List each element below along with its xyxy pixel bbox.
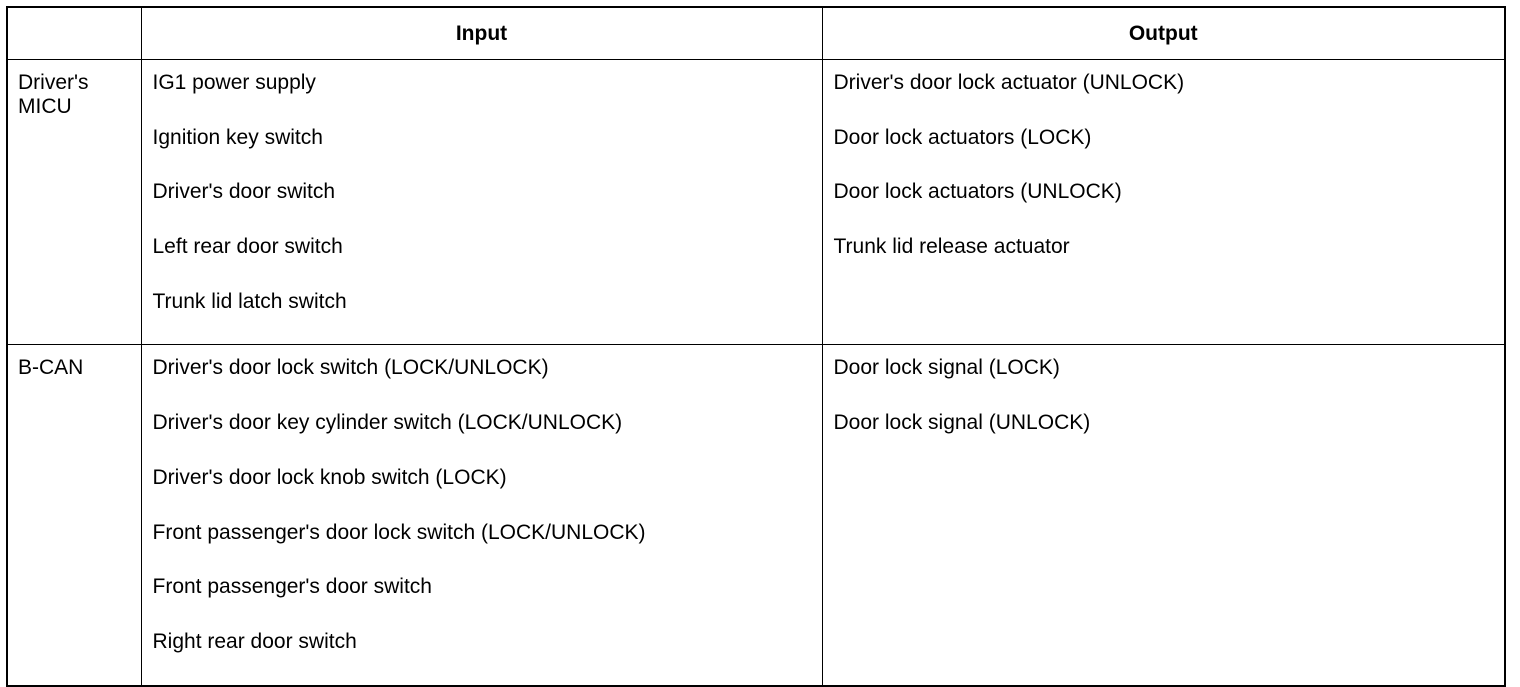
header-row: Input Output — [6, 6, 1506, 60]
input-item: Left rear door switch — [152, 235, 343, 259]
input-item: Trunk lid latch switch — [152, 289, 347, 313]
table-row-drivers-micu: Driver's MICU IG1 power supply Ignition … — [6, 58, 1506, 346]
output-item: Door lock actuators (UNLOCK) — [833, 180, 1122, 204]
header-blank — [6, 6, 142, 60]
output-item: Door lock signal (LOCK) — [833, 356, 1060, 380]
header-output: Output — [821, 6, 1506, 60]
output-item: Driver's door lock actuator (UNLOCK) — [833, 71, 1185, 94]
page: Input Output Driver's MICU IG1 power sup… — [6, 6, 1506, 687]
input-item: Right rear door switch — [152, 629, 357, 653]
input-item: Driver's door switch — [152, 180, 336, 204]
row-label-text: Driver's MICU — [18, 71, 89, 118]
input-list: Driver's door lock switch (LOCK/UNLOCK) … — [140, 344, 823, 687]
output-item: Door lock actuators (LOCK) — [833, 125, 1092, 149]
input-list: IG1 power supply Ignition key switch Dri… — [140, 58, 823, 346]
row-label: B-CAN — [6, 344, 142, 687]
output-item: Door lock signal (UNLOCK) — [833, 411, 1091, 435]
input-item: Driver's door lock knob switch (LOCK) — [152, 465, 507, 489]
input-item: Ignition key switch — [152, 125, 323, 149]
output-item: Trunk lid release actuator — [833, 235, 1070, 259]
input-item: Driver's door lock switch (LOCK/UNLOCK) — [152, 356, 549, 380]
header-input: Input — [140, 6, 823, 60]
input-item: Front passenger's door switch — [152, 575, 432, 599]
output-list: Door lock signal (LOCK) Door lock signal… — [821, 344, 1506, 687]
input-item: Driver's door key cylinder switch (LOCK/… — [152, 411, 623, 435]
row-label-text: B-CAN — [18, 356, 84, 380]
input-item: Front passenger's door lock switch (LOCK… — [152, 520, 646, 544]
output-list: Driver's door lock actuator (UNLOCK) Doo… — [821, 58, 1506, 346]
input-item: IG1 power supply — [152, 71, 316, 94]
row-label: Driver's MICU — [6, 58, 142, 346]
table-row-b-can: B-CAN Driver's door lock switch (LOCK/UN… — [6, 344, 1506, 687]
io-table: Input Output Driver's MICU IG1 power sup… — [6, 6, 1506, 687]
